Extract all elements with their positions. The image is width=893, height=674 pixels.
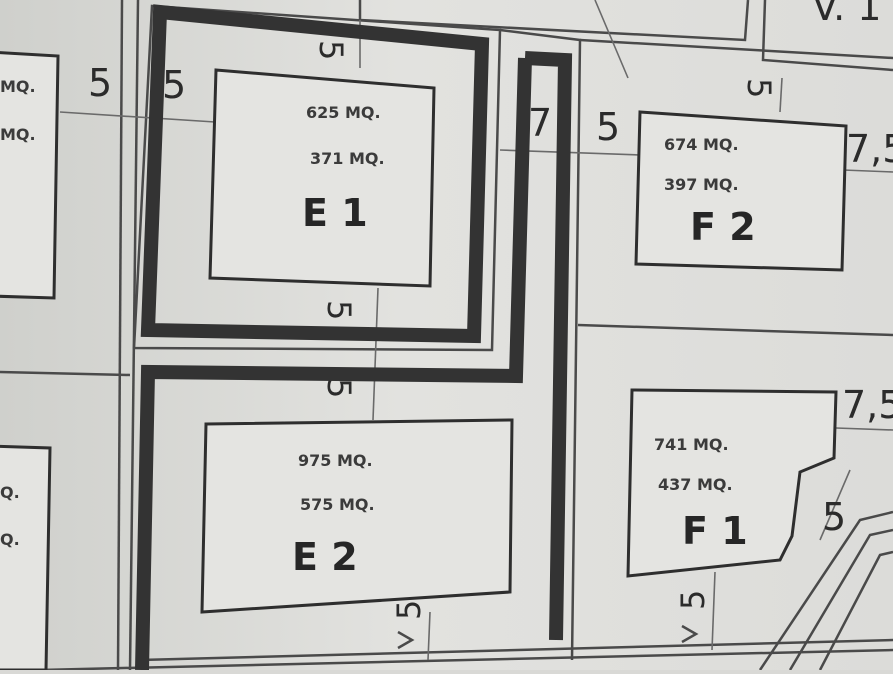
distance-5: 5	[822, 495, 846, 539]
lot-e1-area-1: 625 MQ.	[306, 103, 381, 122]
lot-f1-area-2: 437 MQ.	[658, 475, 733, 494]
lot-f1: 741 MQ. 437 MQ. F 1	[626, 388, 838, 578]
left-top-area-2: MQ.	[0, 125, 36, 144]
lot-f1-label: F 1	[682, 509, 748, 553]
left-partial-lot-top: MQ. MQ.	[0, 51, 60, 300]
left-bottom-area-1: Q.	[0, 483, 20, 502]
distance-5-rotated: 5	[390, 600, 428, 620]
road-label: V. 1	[812, 0, 881, 29]
lot-f2-area-2: 397 MQ.	[664, 175, 739, 194]
left-partial-lot-bottom: Q. Q.	[0, 444, 52, 672]
left-top-area-1: MQ.	[0, 77, 36, 96]
distance-5-rotated: 5	[320, 378, 358, 398]
distance-5-rotated: 5	[674, 590, 712, 610]
lot-e1: 625 MQ. 371 MQ. E 1	[208, 68, 436, 288]
distance-5-rotated: 5	[312, 40, 350, 60]
distance-5-rotated: 5	[320, 300, 358, 320]
lot-e1-label: E 1	[302, 191, 368, 235]
lot-e1-area-2: 371 MQ.	[310, 149, 385, 168]
distance-7-5: 7,5	[846, 127, 893, 171]
lot-f2-area-1: 674 MQ.	[664, 135, 739, 154]
lot-e2-label: E 2	[292, 535, 358, 579]
lot-f1-area-1: 741 MQ.	[654, 435, 729, 454]
lot-f2: 674 MQ. 397 MQ. F 2	[634, 110, 848, 272]
setback-markers	[397, 624, 699, 650]
distance-5: 5	[88, 61, 112, 105]
lot-f2-label: F 2	[690, 205, 756, 249]
distance-7-5: 7,5	[842, 383, 893, 427]
distance-7: 7	[528, 101, 552, 145]
distance-5-rotated: 5	[740, 78, 778, 98]
distance-5: 5	[162, 63, 186, 107]
lot-e2: 975 MQ. 575 MQ. E 2	[200, 418, 514, 614]
lot-e2-area-1: 975 MQ.	[298, 451, 373, 470]
left-bottom-area-2: Q.	[0, 530, 20, 549]
distance-5: 5	[596, 105, 620, 149]
distance-labels: 5 5 7 5 7,5 7,5 5 V. 1 5 5 5 5 5 5	[88, 0, 893, 620]
lot-e2-area-2: 575 MQ.	[300, 495, 375, 514]
highlight-boundary	[135, 4, 573, 671]
